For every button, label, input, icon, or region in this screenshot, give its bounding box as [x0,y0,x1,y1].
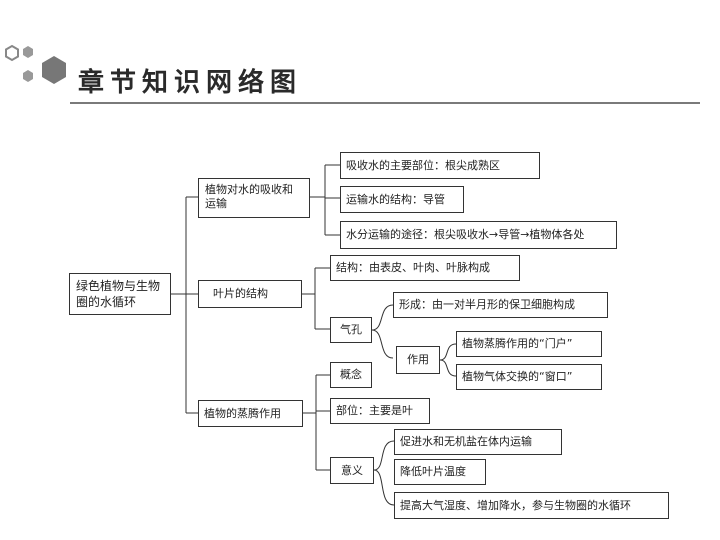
absorb-item-structure: 运输水的结构：导管 [340,186,464,213]
significance-item-temperature: 降低叶片温度 [394,459,486,485]
title-underline [70,102,700,104]
absorb-node: 植物对水的吸收和运输 [198,178,310,218]
page-title: 章节知识网络图 [78,68,303,98]
function-item-gas-exchange: 植物气体交换的“窗口” [456,364,602,390]
function-item-transpiration: 植物蒸腾作用的“门户” [456,331,602,357]
concept-node: 概念 [330,362,372,388]
stoma-node: 气孔 [330,317,372,343]
absorb-item-site: 吸收水的主要部位：根尖成熟区 [340,152,540,179]
function-node: 作用 [396,346,440,374]
stoma-formation: 形成：由一对半月形的保卫细胞构成 [393,292,608,318]
root-node: 绿色植物与生物圈的水循环 [69,273,171,315]
absorb-item-path: 水分运输的途径：根尖吸收水→导管→植物体各处 [340,221,617,249]
leaf-structure: 结构：由表皮、叶肉、叶脉构成 [330,255,520,281]
leaf-node: 叶片的结构 [198,280,302,308]
significance-item-water-cycle: 提高大气湿度、增加降水，参与生物圈的水循环 [394,492,669,519]
significance-node: 意义 [330,457,374,484]
header-hexagon-decoration [5,44,66,84]
significance-item-transport: 促进水和无机盐在体内运输 [394,429,562,455]
transpiration-node: 植物的蒸腾作用 [198,400,303,427]
site-node: 部位：主要是叶 [330,398,430,424]
